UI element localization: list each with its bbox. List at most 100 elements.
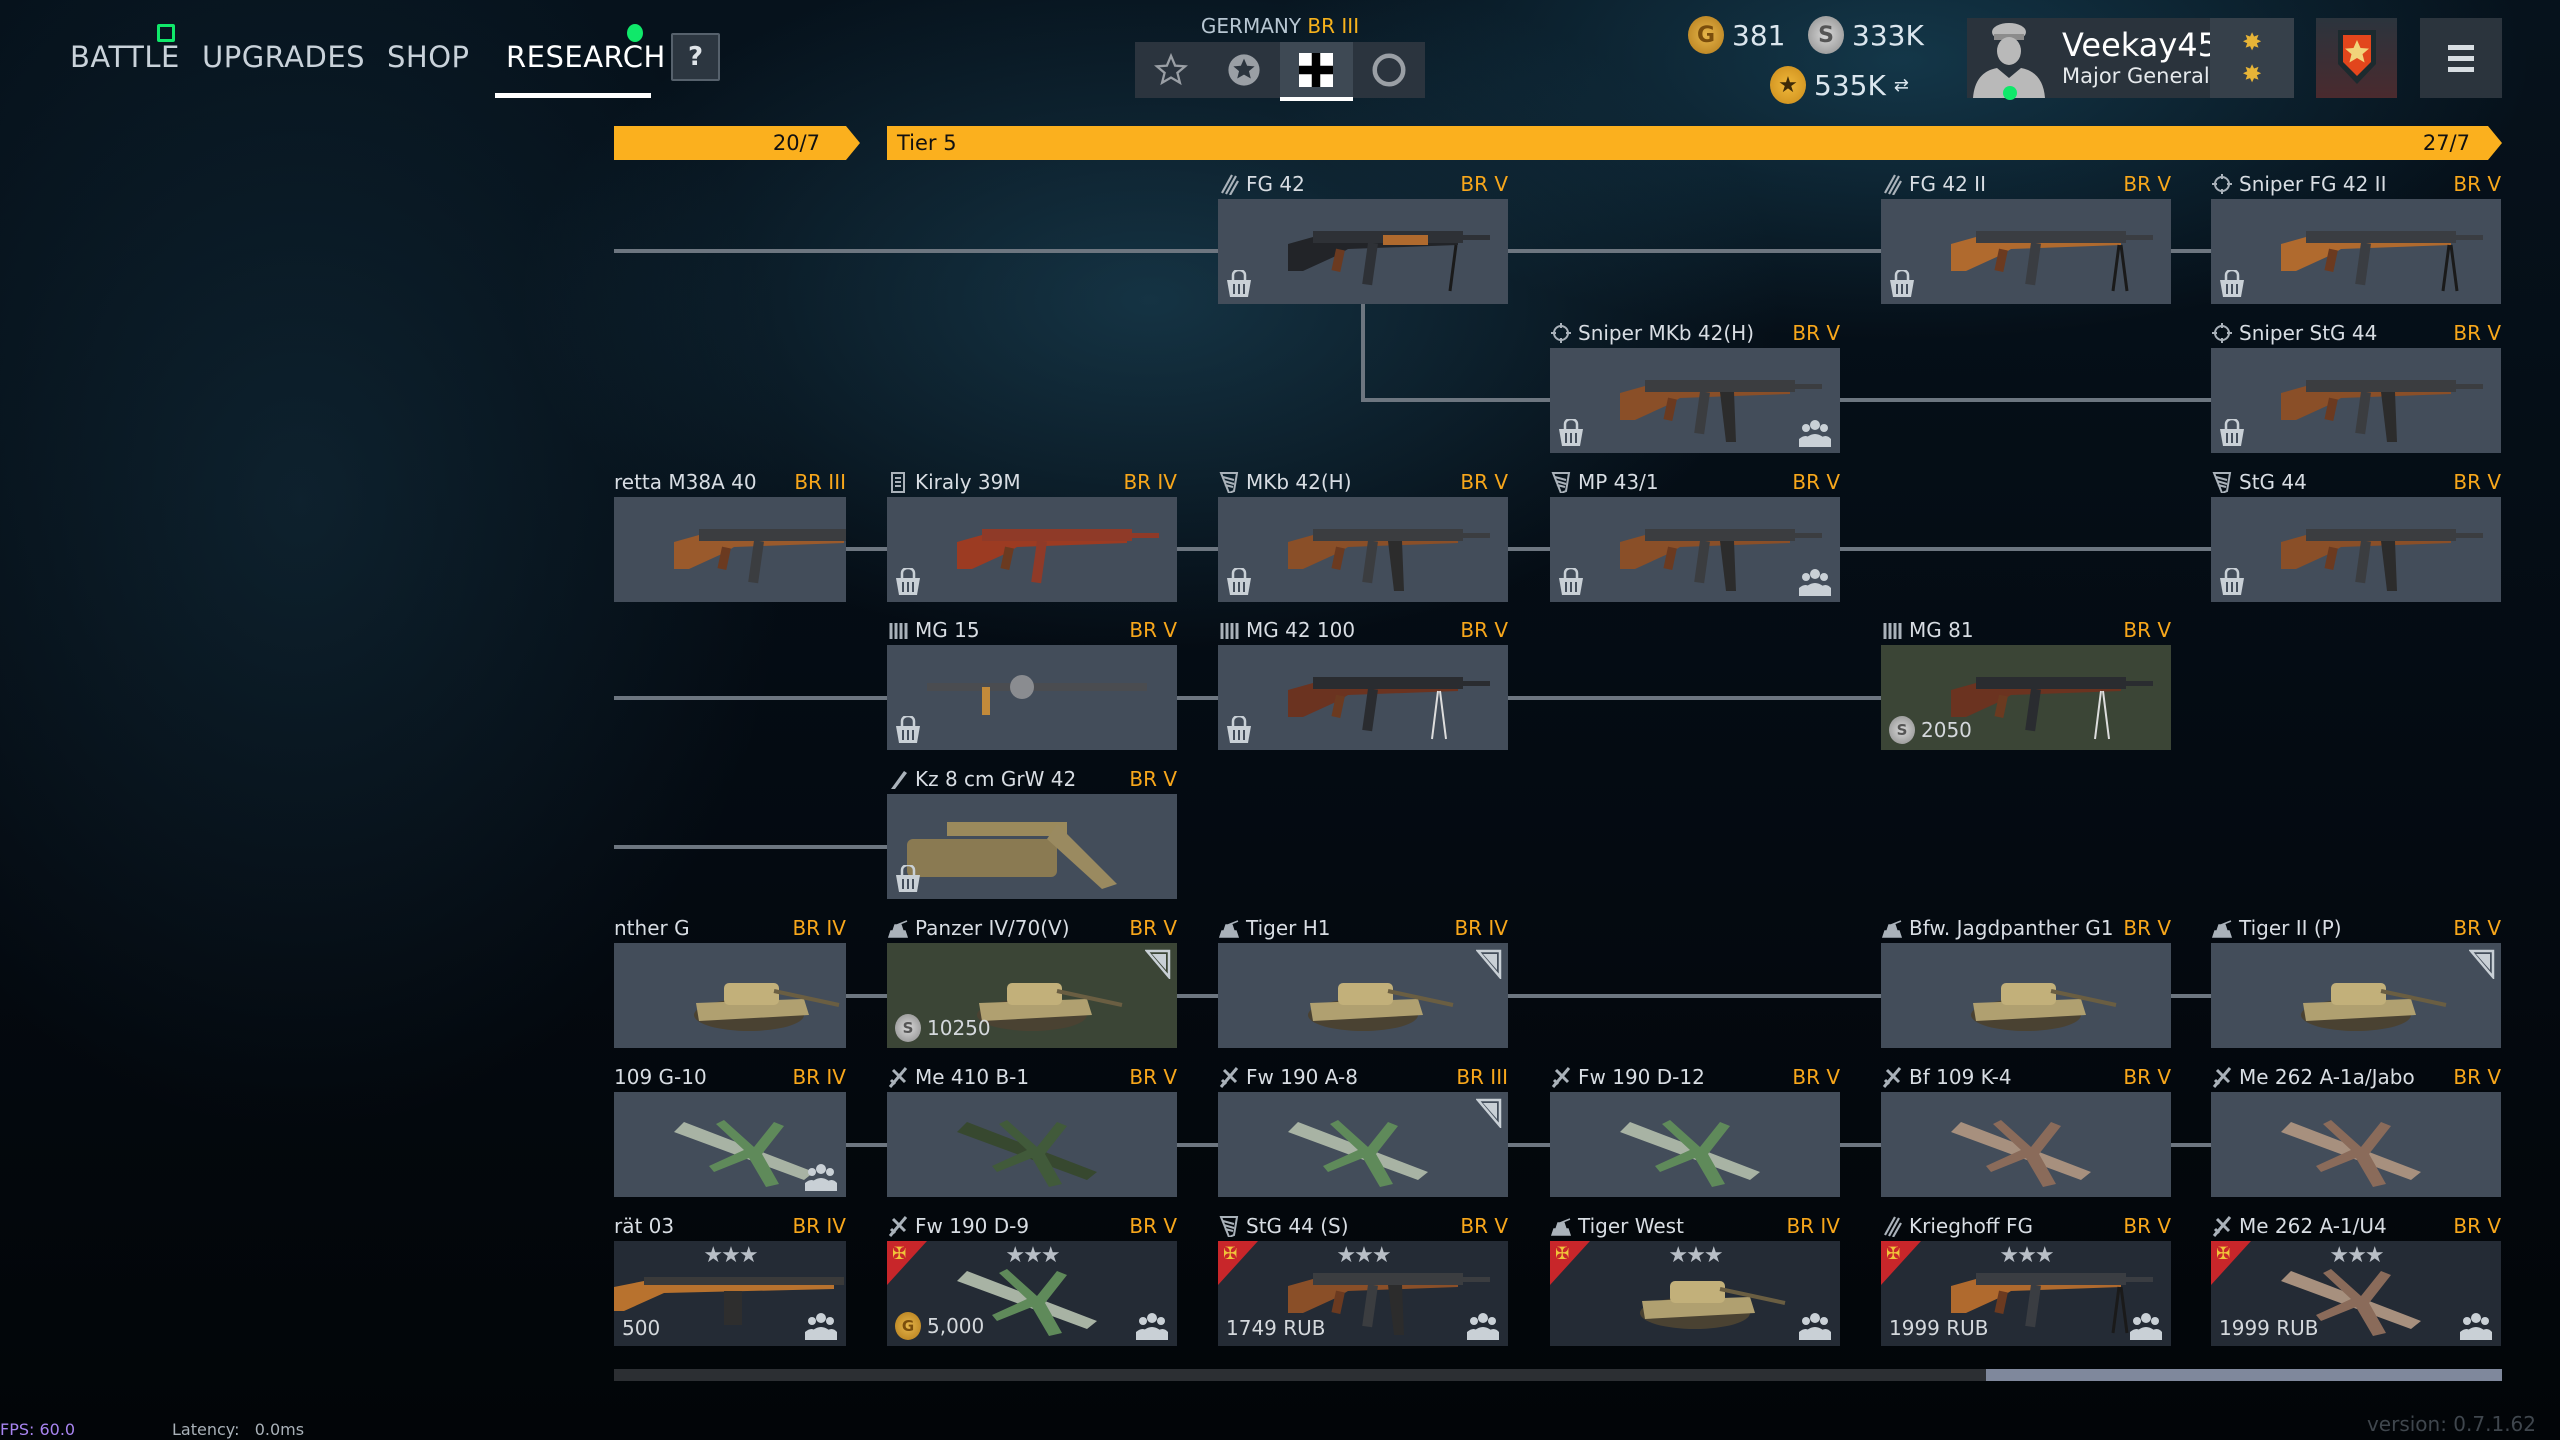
assault-class-icon [1219,472,1239,493]
shop-basket-icon[interactable] [895,865,921,893]
vehicle-card[interactable]: ✠★★★ [1550,1241,1840,1346]
vehicle-card[interactable] [1550,497,1840,602]
vehicle-name: Tiger II (P) [2239,916,2342,940]
vehicle-card[interactable] [887,497,1177,602]
vehicle-card[interactable] [614,1092,846,1197]
battle-rating: BR V [1129,916,1177,940]
main-menu-button[interactable] [2420,18,2502,98]
nation-ussr-button[interactable] [1208,42,1281,98]
vehicle-card[interactable] [1218,199,1508,304]
battle-rating: BR V [2123,1214,2171,1238]
vehicle-name: rät 03 [614,1214,675,1238]
vehicle-card[interactable] [887,1092,1177,1197]
price-value: 1999 RUB [1889,1316,1989,1340]
crew-icon [1799,1313,1831,1340]
vehicle-title: StG 44 (S)BR V [1218,1213,1508,1239]
lmg-class-icon [1221,174,1239,195]
vehicle-card[interactable] [614,943,846,1048]
tree-connector [614,845,887,849]
tank-class-icon [887,920,909,938]
nation-japan-button[interactable] [1353,42,1426,98]
shop-basket-icon[interactable] [1226,270,1252,298]
shield-star-icon [2338,30,2376,84]
vehicle-title: MKb 42(H)BR V [1218,469,1508,495]
battle-rating: BR V [2453,1214,2501,1238]
vehicle-card[interactable]: ✠★★★1749 RUB [1218,1241,1508,1346]
price-value: 500 [622,1316,661,1340]
shop-basket-icon[interactable] [2219,419,2245,447]
vehicle-card[interactable] [1218,497,1508,602]
tab-research[interactable]: RESEARCH [506,40,666,74]
shop-basket-icon[interactable] [1558,419,1584,447]
battle-rating: BR III [794,470,846,494]
vehicle-card[interactable] [2211,199,2501,304]
vehicle-name: FG 42 II [1909,172,1986,196]
vehicle-card[interactable] [887,794,1177,899]
vehicle-card[interactable] [1550,348,1840,453]
shop-basket-icon[interactable] [895,716,921,744]
plane-class-icon [888,1216,908,1237]
tab-upgrades[interactable]: UPGRADES [202,40,366,74]
battle-rating: BR V [1129,1214,1177,1238]
vehicle-card[interactable] [1881,199,2171,304]
vehicle-card[interactable] [1881,1092,2171,1197]
vehicle-card[interactable] [2211,497,2501,602]
vehicle-card[interactable] [1550,1092,1840,1197]
help-button[interactable]: ? [671,33,720,81]
vehicle-title: Panzer IV/70(V)BR V [887,915,1177,941]
shop-basket-icon[interactable] [2219,568,2245,596]
tab-shop[interactable]: SHOP [387,40,470,74]
nation-usa-button[interactable] [1135,42,1208,98]
vehicle-card[interactable]: ★★★500 [614,1241,846,1346]
premium-corner-badge [1218,1241,1258,1285]
achievements-button[interactable] [2316,18,2397,98]
vehicle-card[interactable] [2211,348,2501,453]
avatar [1967,18,2052,100]
vehicle-card[interactable]: ✠★★★1999 RUB [2211,1241,2501,1346]
rarity-stars: ★★★ [1999,1243,2054,1268]
rank-star-icon: ✸ [2241,60,2263,88]
price-value: 10250 [927,1016,991,1040]
vehicle-card[interactable] [2211,1092,2501,1197]
silver-coin-icon: S [895,1014,921,1042]
shop-basket-icon[interactable] [1889,270,1915,298]
assault-class-icon [1219,1216,1239,1237]
vehicle-name: nther G [614,916,690,940]
vehicle-card[interactable] [614,497,846,602]
battle-rating: BR IV [792,1065,846,1089]
rank-insignia: ✸✸ [2210,18,2294,98]
assault-class-icon [1551,472,1571,493]
shop-basket-icon[interactable] [2219,270,2245,298]
price-value: 1999 RUB [2219,1316,2319,1340]
assault-class-icon [2212,472,2232,493]
vehicle-card[interactable] [1218,645,1508,750]
profile-panel[interactable]: Veekay45 Major General ✸✸ [1967,18,2294,100]
nation-germany-button[interactable] [1280,42,1353,101]
vehicle-card[interactable] [887,645,1177,750]
shop-basket-icon[interactable] [1226,568,1252,596]
iron-cross-icon: ✠ [2216,1244,2231,1264]
battle-rating: BR IV [1786,1214,1840,1238]
shop-basket-icon[interactable] [1558,568,1584,596]
iron-cross-icon: ✠ [1223,1244,1238,1264]
tab-battle[interactable]: BATTLE [70,40,180,74]
exchange-button[interactable]: ⇄ [1893,74,1909,96]
vehicle-card[interactable] [1218,943,1508,1048]
vehicle-card[interactable]: ✠★★★1999 RUB [1881,1241,2171,1346]
vehicle-image [1971,983,2117,1031]
vehicle-card[interactable] [2211,943,2501,1048]
vehicle-card[interactable] [1881,943,2171,1048]
shop-basket-icon[interactable] [1226,716,1252,744]
scrollbar-thumb[interactable] [1986,1369,2502,1381]
shop-basket-icon[interactable] [895,568,921,596]
vehicle-card[interactable] [1218,1092,1508,1197]
